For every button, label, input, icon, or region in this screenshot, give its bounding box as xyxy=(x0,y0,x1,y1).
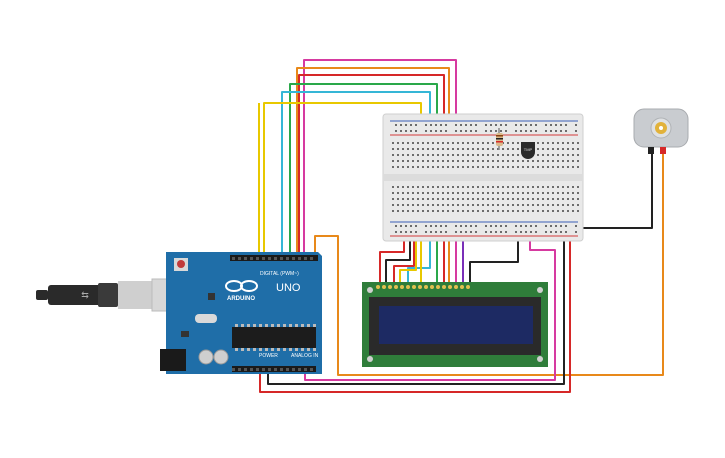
analog-label: ANALOG IN xyxy=(291,353,319,359)
wire-red-lcd2 xyxy=(393,236,415,285)
lcd-screen xyxy=(379,306,533,344)
sensor-label: TMP xyxy=(524,147,533,152)
digital-label: DIGITAL (PWM~) xyxy=(260,271,299,277)
wire-orange-2 xyxy=(314,154,664,376)
temperature-sensor[interactable]: TMP xyxy=(521,142,535,159)
wire-yellow-3 xyxy=(399,236,417,285)
breadboard-holes xyxy=(392,124,579,233)
power-jack xyxy=(160,349,186,371)
wire-black-lcd2 xyxy=(469,236,519,285)
arduino-logo-icon xyxy=(225,280,258,292)
arduino-logo-text: ARDUINO xyxy=(227,296,255,302)
wire-black-motor xyxy=(572,154,653,229)
wire-red-lcd xyxy=(379,236,405,285)
breadboard[interactable] xyxy=(382,113,584,242)
svg-text:⇆: ⇆ xyxy=(81,290,89,300)
resistor[interactable] xyxy=(496,128,503,150)
arduino-uno[interactable]: ARDUINO UNO DIGITAL (PWM~) POWER ANALOG … xyxy=(160,252,322,374)
lcd-display[interactable] xyxy=(362,282,548,367)
arduino-model-text: UNO xyxy=(276,282,301,294)
microcontroller-chip xyxy=(232,327,316,348)
power-label: POWER xyxy=(259,353,278,359)
wire-black-gnd xyxy=(267,236,565,385)
wire-magenta-analog xyxy=(304,232,556,381)
usb-plug xyxy=(118,281,152,309)
dc-motor[interactable] xyxy=(633,108,689,154)
wire-black-lcd xyxy=(385,236,411,285)
wire-red-power xyxy=(259,232,571,393)
